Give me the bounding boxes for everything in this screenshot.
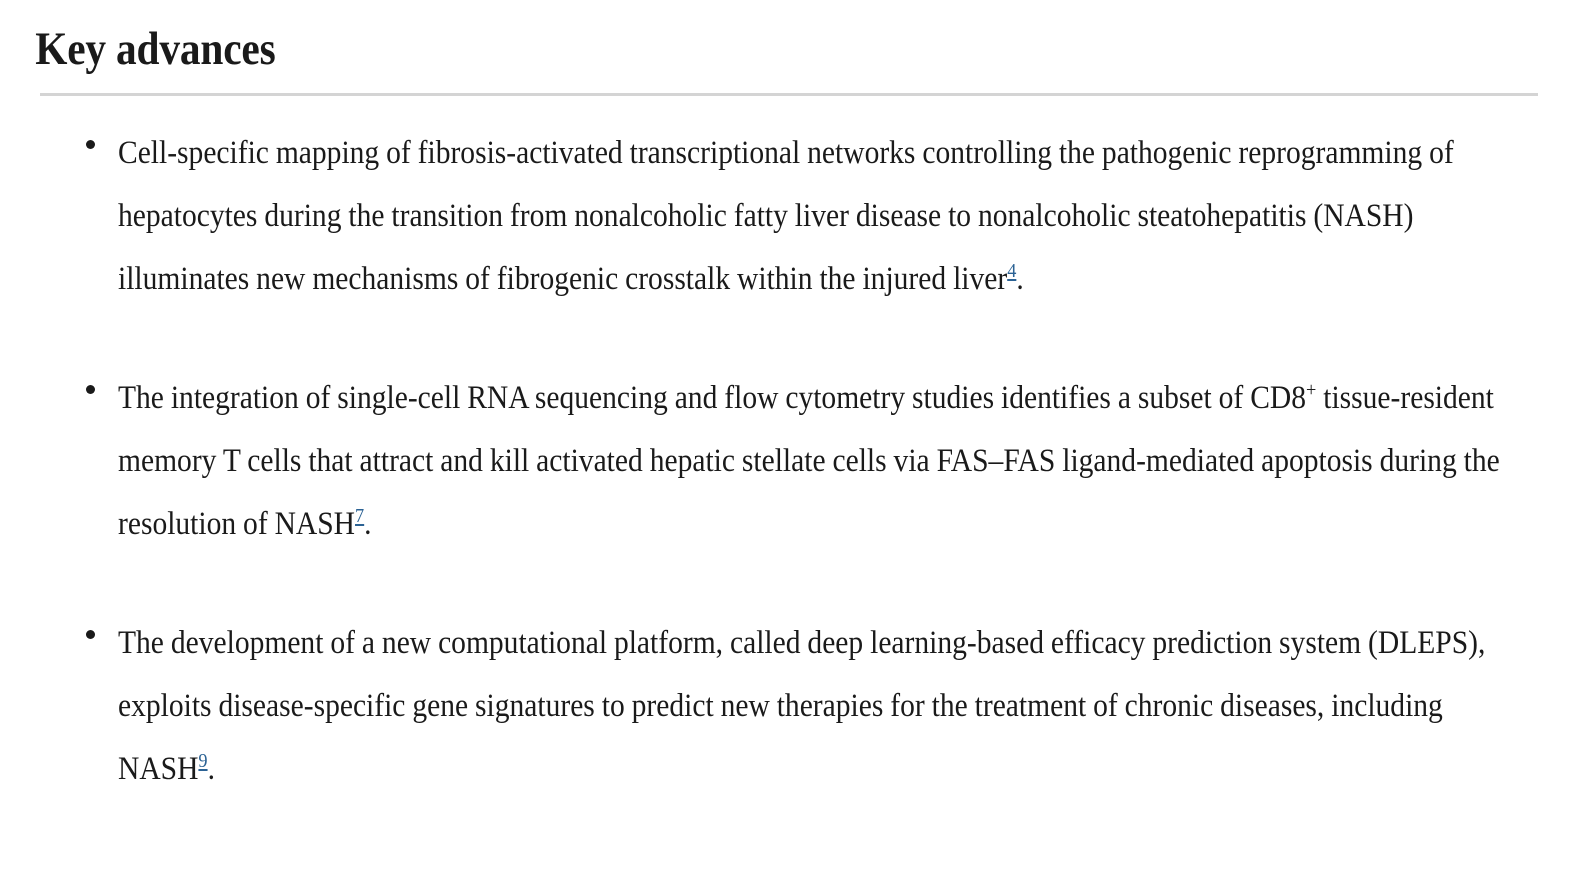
- advance-body: The development of a new computational p…: [118, 625, 1486, 788]
- key-advances-list: Cell-specific mapping of fibrosis-activa…: [0, 96, 1578, 801]
- list-item: The development of a new computational p…: [0, 556, 1578, 801]
- heading-divider: [40, 93, 1538, 97]
- bullet-icon: [86, 140, 95, 150]
- advance-text: The development of a new computational p…: [118, 612, 1538, 801]
- advance-trailing-punctuation: .: [1016, 261, 1024, 298]
- citation-link-9[interactable]: 9: [198, 750, 208, 773]
- advance-body-part-2: tissue-resident memory T cells that attr…: [118, 380, 1500, 543]
- advance-body: Cell-specific mapping of fibrosis-activa…: [118, 135, 1454, 298]
- advance-text: Cell-specific mapping of fibrosis-activa…: [118, 122, 1538, 311]
- list-item: Cell-specific mapping of fibrosis-activa…: [0, 96, 1578, 311]
- list-item: The integration of single-cell RNA seque…: [0, 311, 1578, 556]
- advance-trailing-punctuation: .: [364, 506, 372, 543]
- citation-link-7[interactable]: 7: [355, 505, 365, 528]
- bullet-icon: [86, 385, 95, 395]
- advance-body-part-1: The integration of single-cell RNA seque…: [118, 380, 1307, 417]
- key-advances-section: Key advances Cell-specific mapping of fi…: [0, 23, 1578, 801]
- superscript-plus: +: [1306, 379, 1317, 402]
- citation-link-4[interactable]: 4: [1007, 260, 1017, 283]
- page-title: Key advances: [35, 23, 276, 75]
- advance-trailing-punctuation: .: [207, 751, 215, 788]
- bullet-icon: [86, 630, 95, 640]
- advance-text: The integration of single-cell RNA seque…: [118, 367, 1538, 556]
